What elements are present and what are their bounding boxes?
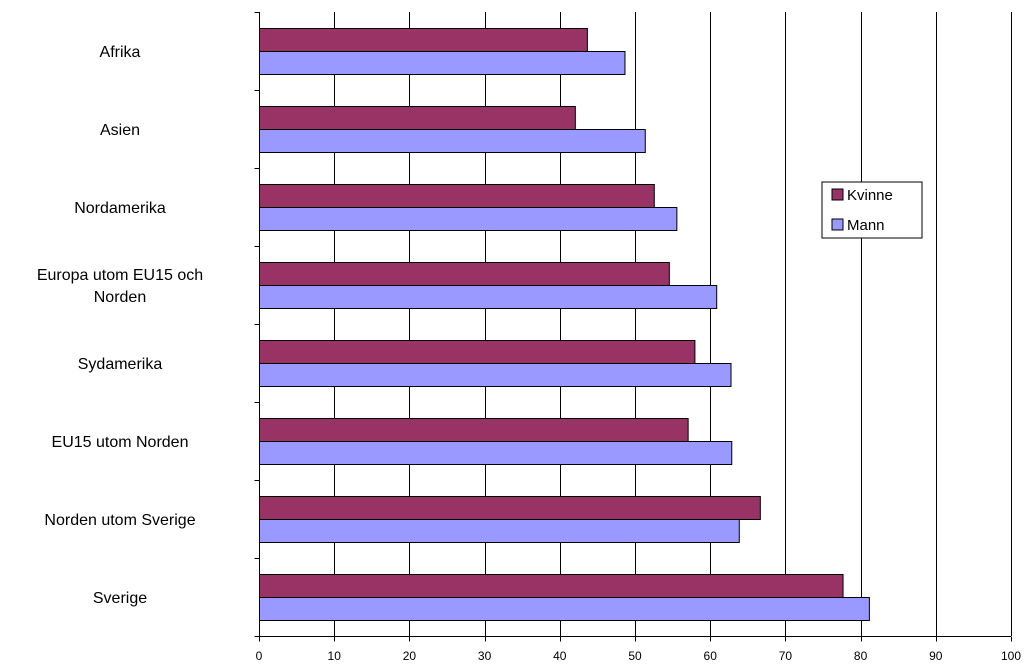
bar-mann-asien	[259, 129, 646, 153]
x-tick-label-10: 10	[328, 649, 342, 663]
category-label-norden-utom-sverige: Norden utom Sverige	[44, 512, 195, 529]
bar-kvinne-norden-utom-sverige	[259, 496, 761, 520]
category-label-sydamerika: Sydamerika	[78, 356, 163, 373]
category-label-line: EU15 utom Norden	[52, 434, 189, 451]
x-tick-label-100: 100	[1001, 649, 1021, 663]
legend-swatch-kvinne	[831, 188, 844, 201]
x-tick-labels: 0 10 20 30 40 50 60 70 80 90 100	[256, 649, 1022, 663]
bar-mann-sverige	[259, 597, 870, 621]
category-label-line: Asien	[100, 122, 140, 139]
bar-kvinne-eu15-utom-norden	[259, 418, 689, 442]
x-tick-label-90: 90	[929, 649, 943, 663]
category-label-line: Norden utom Sverige	[44, 512, 195, 529]
category-label-line: Norden	[94, 289, 146, 306]
x-tick-label-30: 30	[478, 649, 492, 663]
category-label-nordamerika: Nordamerika	[74, 200, 166, 217]
legend-label-kvinne: Kvinne	[847, 187, 893, 204]
bar-mann-sydamerika	[259, 363, 732, 387]
category-label-eu15-utom-norden: EU15 utom Norden	[52, 434, 189, 451]
bar-kvinne-sverige	[259, 574, 844, 598]
bar-kvinne-nordamerika	[259, 184, 655, 208]
category-label-line: Afrika	[100, 44, 141, 61]
x-tick-label-60: 60	[704, 649, 718, 663]
x-tick-label-80: 80	[854, 649, 868, 663]
x-tick-label-40: 40	[553, 649, 567, 663]
category-label-line: Nordamerika	[74, 200, 166, 217]
legend: Kvinne Mann	[821, 181, 923, 239]
category-label-line: Sverige	[93, 590, 147, 607]
category-label-line: Europa utom EU15 och	[37, 267, 203, 284]
bar-mann-afrika	[259, 51, 626, 75]
category-label-afrika: Afrika	[100, 44, 141, 61]
x-tick-label-20: 20	[403, 649, 417, 663]
x-tick-label-70: 70	[779, 649, 793, 663]
category-label-line: Sydamerika	[78, 356, 163, 373]
bar-kvinne-europa-utom-eu15-och-norden	[259, 262, 670, 286]
category-label-asien: Asien	[100, 122, 140, 139]
axes	[254, 12, 1012, 642]
x-tick-label-0: 0	[256, 649, 263, 663]
x-tick-label-50: 50	[628, 649, 642, 663]
bar-mann-norden-utom-sverige	[259, 519, 740, 543]
bar-kvinne-sydamerika	[259, 340, 696, 364]
bar-mann-nordamerika	[259, 207, 678, 231]
category-label-sverige: Sverige	[93, 590, 147, 607]
bars	[259, 28, 870, 621]
bar-kvinne-asien	[259, 106, 576, 130]
bar-kvinne-afrika	[259, 28, 588, 52]
bar-mann-europa-utom-eu15-och-norden	[259, 285, 718, 309]
bar-mann-eu15-utom-norden	[259, 441, 733, 465]
legend-swatch-mann	[831, 218, 844, 231]
legend-label-mann: Mann	[847, 217, 885, 234]
